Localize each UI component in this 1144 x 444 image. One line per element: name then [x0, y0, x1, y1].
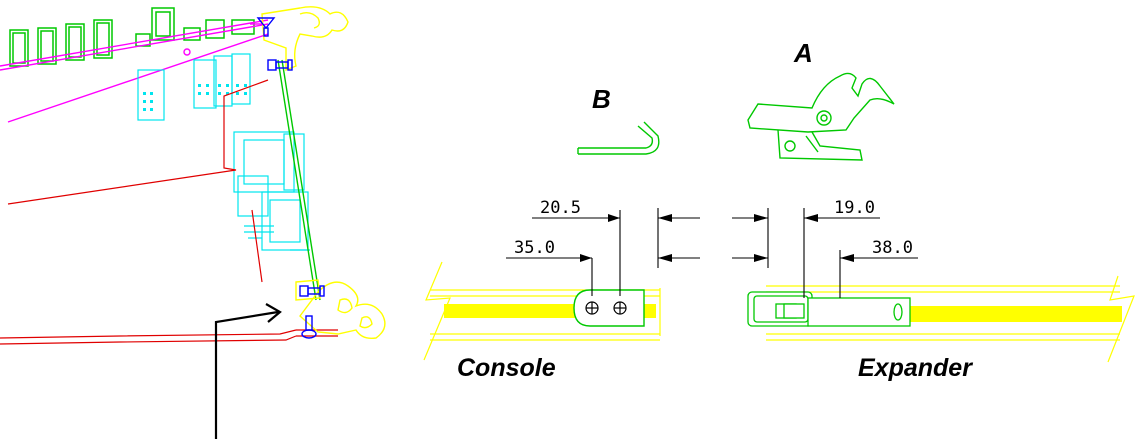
console-screws	[585, 301, 627, 315]
green-panel-edge	[277, 59, 321, 301]
label-a: A	[793, 38, 813, 68]
dimension-35-0: 35.0	[514, 238, 555, 258]
blue-screws	[256, 17, 325, 339]
red-frame	[0, 79, 338, 345]
console-bracket	[573, 289, 645, 327]
dimension-38-0: 38.0	[872, 238, 913, 258]
label-expander: Expander	[858, 354, 973, 382]
hook-b-drawing	[577, 121, 660, 155]
console-rail	[423, 261, 661, 361]
yellow-latch-top	[261, 6, 349, 72]
dimension-19-0: 19.0	[834, 198, 875, 218]
dimension-20-5: 20.5	[540, 198, 581, 218]
yellow-latch-bottom	[295, 279, 386, 340]
dimension-lines	[506, 208, 918, 298]
latch-a-drawing	[747, 72, 895, 161]
expander-rail	[747, 275, 1135, 363]
label-b: B	[592, 84, 611, 114]
expander-bracket	[747, 291, 911, 327]
magenta-panel	[0, 19, 269, 123]
console-cross-section	[0, 6, 386, 439]
label-console: Console	[457, 354, 556, 382]
pointer-arrow	[214, 303, 282, 439]
